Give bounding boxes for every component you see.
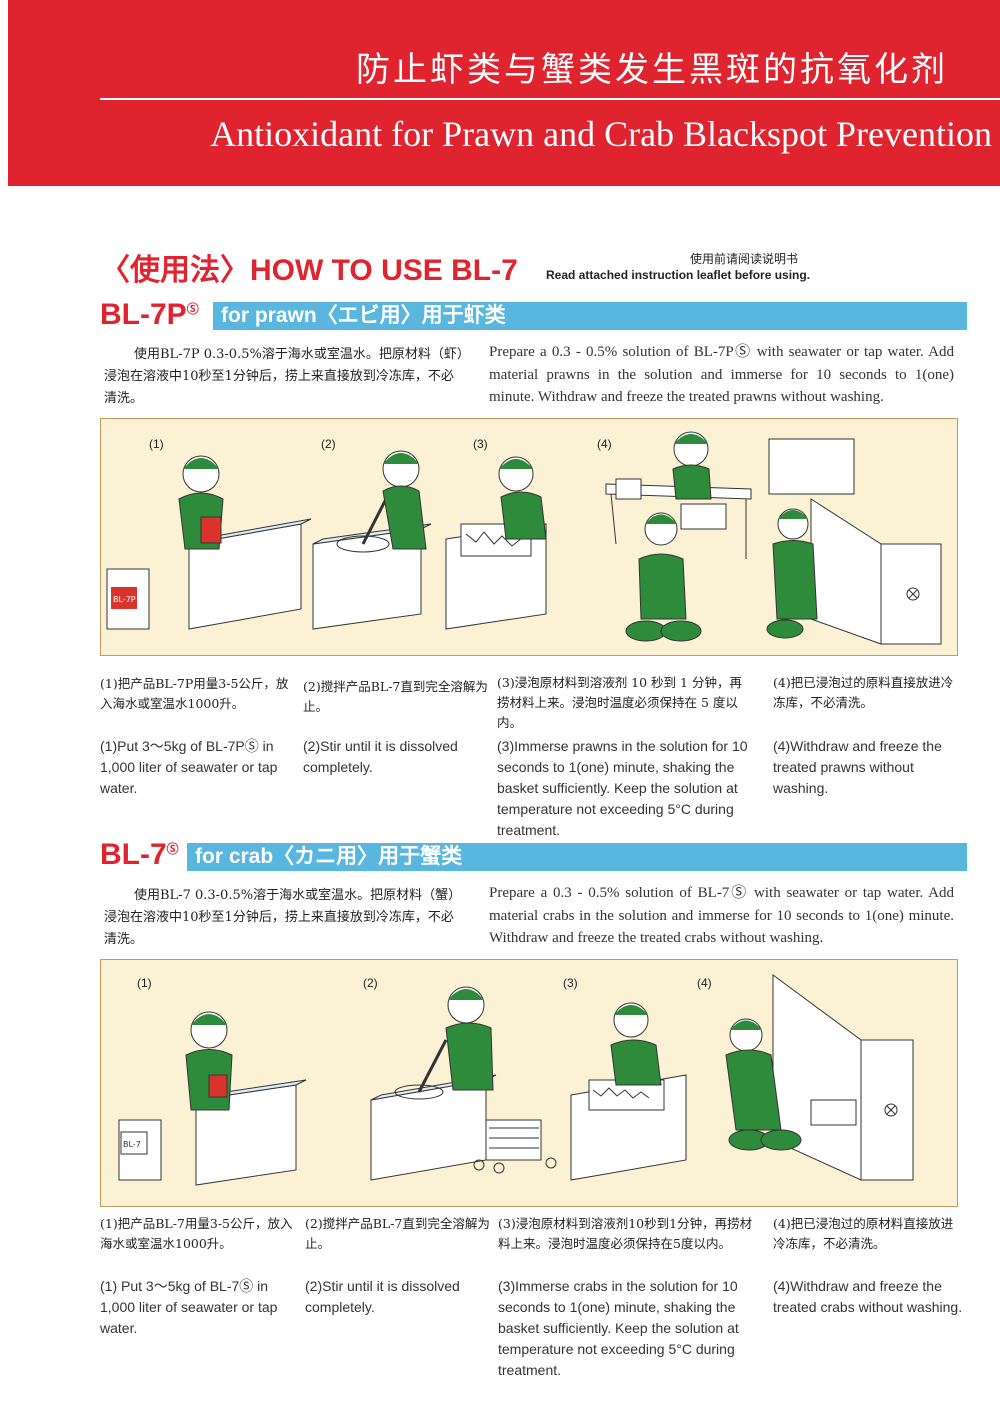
prawn-step-1-cn: (1)把产品BL-7P用量3-5公斤，放入海水或室温水1000升。 (100, 676, 289, 711)
how-to-heading: 〈使用法〉HOW TO USE BL-7 (100, 254, 518, 287)
worker-icon (178, 455, 224, 550)
prawn-step-2-en: (2)Stir until it is dissolved completely… (303, 738, 458, 775)
prawn-step-3-cn: (3)浸泡原材料到溶液剂 10 秒到 1 分钟，再捞材料上来。浸泡时温度必须保持… (497, 675, 742, 730)
crab-step-1-en: (1) Put 3～5kg of BL-7Ⓢ in 1,000 liter of… (100, 1278, 278, 1336)
step-number: (4) (697, 976, 712, 990)
title-english: Antioxidant for Prawn and Crab Blackspot… (210, 114, 992, 154)
crab-step-3-cn: (3)浸泡原材料到溶液剂10秒到1分钟，再捞材料上来。浸泡时温度必须保持在5度以… (498, 1216, 753, 1251)
step-number: (3) (563, 976, 578, 990)
prawn-step-3-en: (3)Immerse prawns in the solution for 10… (497, 738, 748, 838)
crab-basket-icon (473, 1119, 557, 1174)
crab-step-2-cn: (2)搅拌产品BL-7直到完全溶解为止。 (305, 1216, 490, 1251)
prawn-intro-cn: 使用BL-7P 0.3-0.5%溶于海水或室温水。把原材料（虾）浸泡在溶液中10… (104, 347, 464, 406)
step-number: (3) (473, 437, 488, 451)
prawn-step-2-cn: (2)搅拌产品BL-7直到完全溶解为止。 (303, 679, 488, 714)
prawn-step-4-en: (4)Withdraw and freeze the treated prawn… (773, 738, 942, 796)
crab-intro-en: Prepare a 0.3 - 0.5% solution of BL-7Ⓢ w… (489, 885, 954, 946)
step-number: (2) (363, 976, 378, 990)
step-number: (1) (137, 976, 152, 990)
registered-mark: Ⓢ (166, 842, 179, 856)
step-number: (4) (597, 437, 612, 451)
freezer-icon (772, 974, 914, 1181)
worker-icon (625, 512, 702, 642)
worker-icon (445, 986, 494, 1091)
crab-intro-cn: 使用BL-7 0.3-0.5%溶于海水或室温水。把原材料（蟹）浸泡在溶液中10秒… (104, 888, 462, 947)
prawn-step-4-cn: (4)把已浸泡过的原料直接放进冷冻库，不必清洗。 (773, 675, 954, 710)
section-bar-prawn: for prawn〈エビ用〉用于虾类 (213, 302, 967, 330)
instruction-note-cn: 使用前请阅读说明书 (690, 252, 799, 266)
product-name-crab: BL-7Ⓢ (100, 838, 179, 872)
can-label: BL-7P (113, 595, 136, 604)
section-bar-crab: for crab〈カニ用〉用于蟹类 (187, 843, 967, 871)
crab-step-2-en: (2)Stir until it is dissolved completely… (305, 1278, 460, 1315)
product-code: BL-7P (100, 298, 187, 331)
product-code: BL-7 (100, 838, 167, 871)
crab-illustration-panel: (1) (2) (3) (4) BL-7 (100, 959, 958, 1207)
worker-icon (498, 456, 547, 540)
crab-step-4-en: (4)Withdraw and freeze the treated crabs… (773, 1278, 963, 1315)
worker-icon (185, 1011, 233, 1111)
header-banner (8, 0, 1000, 186)
registered-mark: Ⓢ (186, 302, 199, 316)
worker-icon (610, 1002, 662, 1086)
prawn-step-1-en: (1)Put 3～5kg of BL-7PⓈ in 1,000 liter of… (100, 738, 278, 796)
worker-icon (672, 431, 712, 500)
instruction-note-en: Read attached instruction leaflet before… (546, 268, 811, 282)
can-label: BL-7 (123, 1140, 141, 1149)
crab-step-1-cn: (1)把产品BL-7用量3-5公斤，放入海水或室温水1000升。 (100, 1216, 293, 1251)
tank-icon (445, 523, 547, 630)
crab-step-3-en: (3)Immerse crabs in the solution for 10 … (498, 1278, 739, 1378)
freezer-icon (768, 438, 942, 645)
prawn-illustration-panel: (1) (2) (3) (4) BL-7P (100, 418, 958, 656)
worker-icon (766, 508, 818, 639)
title-chinese: 防止虾类与蟹类发生黑斑的抗氧化剂 (356, 50, 948, 90)
prawn-illustration: BL-7P (106, 431, 942, 645)
crab-illustration: BL-7 (118, 974, 914, 1186)
prawn-intro-en: Prepare a 0.3 - 0.5% solution of BL-7PⓈ … (489, 344, 954, 405)
header-divider (100, 98, 1000, 100)
worker-icon (725, 1018, 802, 1151)
crab-step-4-cn: (4)把已浸泡过的原材料直接放进冷冻库，不必清洗。 (773, 1216, 954, 1251)
bl7-can-icon: BL-7 (118, 1119, 162, 1181)
product-name-prawn: BL-7PⓈ (100, 298, 199, 332)
tank-icon (570, 1074, 687, 1181)
bl7p-can-icon: BL-7P (106, 568, 150, 630)
step-number: (2) (321, 437, 336, 451)
worker-icon (382, 450, 427, 550)
step-number: (1) (149, 437, 164, 451)
